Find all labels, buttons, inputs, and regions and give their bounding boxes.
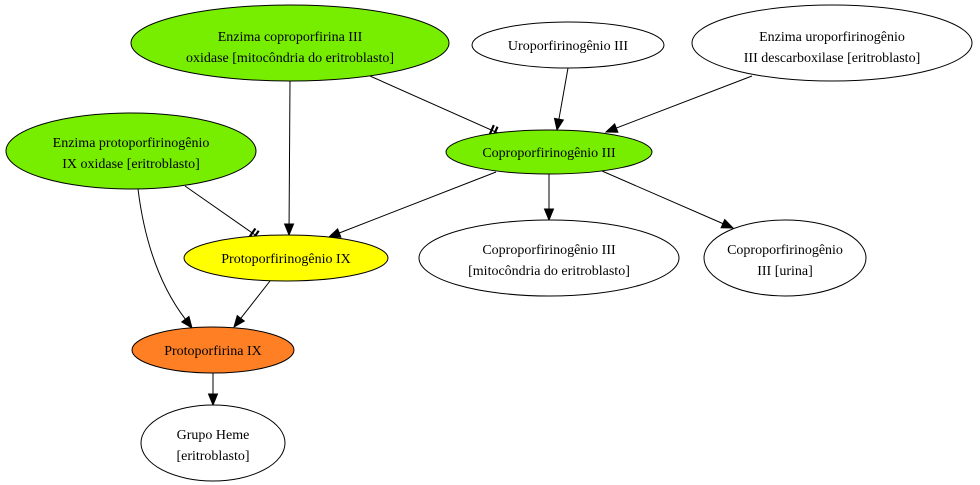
edge-copro-to-protogen xyxy=(327,171,497,238)
node-protoporfirinogenio-ix[interactable]: Protoporfirinogênio IX xyxy=(183,234,389,282)
edge-line xyxy=(558,67,569,120)
node-enzima-protoporfirinogenio-oxidase[interactable]: Enzima protoporfirinogênio IX oxidase [e… xyxy=(5,112,257,190)
arrowhead xyxy=(233,314,246,329)
edge-enz_uro-to-copro xyxy=(604,75,753,133)
arrowhead xyxy=(283,223,295,237)
arrowhead xyxy=(553,117,565,132)
edge-protop-to-heme xyxy=(207,373,219,407)
node-label-line: IX oxidase [eritroblasto] xyxy=(62,157,200,172)
node-label-line: Coproporfirinogênio xyxy=(727,243,843,258)
node-coproporfirinogenio-urina[interactable]: Coproporfirinogênio III [urina] xyxy=(703,219,867,297)
edge-line xyxy=(601,170,724,225)
edges-layer xyxy=(137,67,753,407)
nodes-layer: Enzima coproporfirina III oxidase [mitoc… xyxy=(5,4,973,482)
node-grupo-heme[interactable]: Grupo Heme [eritroblasto] xyxy=(140,404,286,482)
node-label-line: Enzima coproporfirina III xyxy=(218,30,363,45)
edge-copro-to-copro_mito xyxy=(543,174,555,222)
node-label-line: Uroporfirinogênio III xyxy=(508,39,628,54)
edge-enz_copro-to-protogen xyxy=(283,80,295,237)
edge-line xyxy=(616,75,753,129)
edge-line xyxy=(339,171,497,234)
edge-line xyxy=(184,185,259,238)
arrowhead xyxy=(720,218,735,229)
arrowhead xyxy=(604,122,619,133)
node-label-line: Enzima uroporfirinogênio xyxy=(759,30,905,45)
edge-enz_copro-to-copro xyxy=(369,75,499,138)
node-label-line: oxidase [mitocôndria do eritroblasto] xyxy=(186,51,394,66)
node-protoporfirina-ix[interactable]: Protoporfirina IX xyxy=(131,326,295,374)
arrowhead xyxy=(543,208,555,222)
edge-copro-to-copro_urina xyxy=(601,170,735,229)
edge-protogen-to-protop xyxy=(233,280,271,329)
edge-enz_proto-to-protogen xyxy=(184,185,260,241)
node-enzima-uroporfirinogenio-descarboxilase[interactable]: Enzima uroporfirinogênio III descarboxil… xyxy=(691,4,973,82)
edge-line xyxy=(240,280,271,319)
node-label-line: Coproporfirinogênio III xyxy=(482,243,616,258)
arrowhead xyxy=(207,393,219,407)
edge-enz_proto-to-protop xyxy=(137,188,193,330)
edge-line xyxy=(288,80,291,225)
node-label-line: [eritroblasto] xyxy=(176,449,249,464)
node-uroporfirinogenio-iii[interactable]: Uroporfirinogênio III xyxy=(471,21,665,69)
edge-urop-to-copro xyxy=(553,67,569,132)
node-label-line: III descarboxilase [eritroblasto] xyxy=(744,51,920,66)
edge-line xyxy=(137,188,186,320)
node-label-line: [mitocôndria do eritroblasto] xyxy=(468,264,630,279)
node-enzima-coproporfirina-oxidase[interactable]: Enzima coproporfirina III oxidase [mitoc… xyxy=(130,4,450,82)
node-label-line: Protoporfirina IX xyxy=(164,344,262,359)
node-coproporfirinogenio-iii[interactable]: Coproporfirinogênio III xyxy=(445,129,653,175)
node-label-line: Grupo Heme xyxy=(177,428,250,443)
edge-line xyxy=(369,75,499,134)
node-label-line: Coproporfirinogênio III xyxy=(482,146,616,161)
node-coproporfirinogenio-mitocondria[interactable]: Coproporfirinogênio III [mitocôndria do … xyxy=(418,219,680,297)
arrowhead xyxy=(180,315,193,330)
arrowhead xyxy=(327,227,342,238)
node-label-line: Protoporfirinogênio IX xyxy=(221,252,350,267)
node-label-line: Enzima protoporfirinogênio xyxy=(53,136,210,151)
node-label-line: III [urina] xyxy=(757,264,813,279)
